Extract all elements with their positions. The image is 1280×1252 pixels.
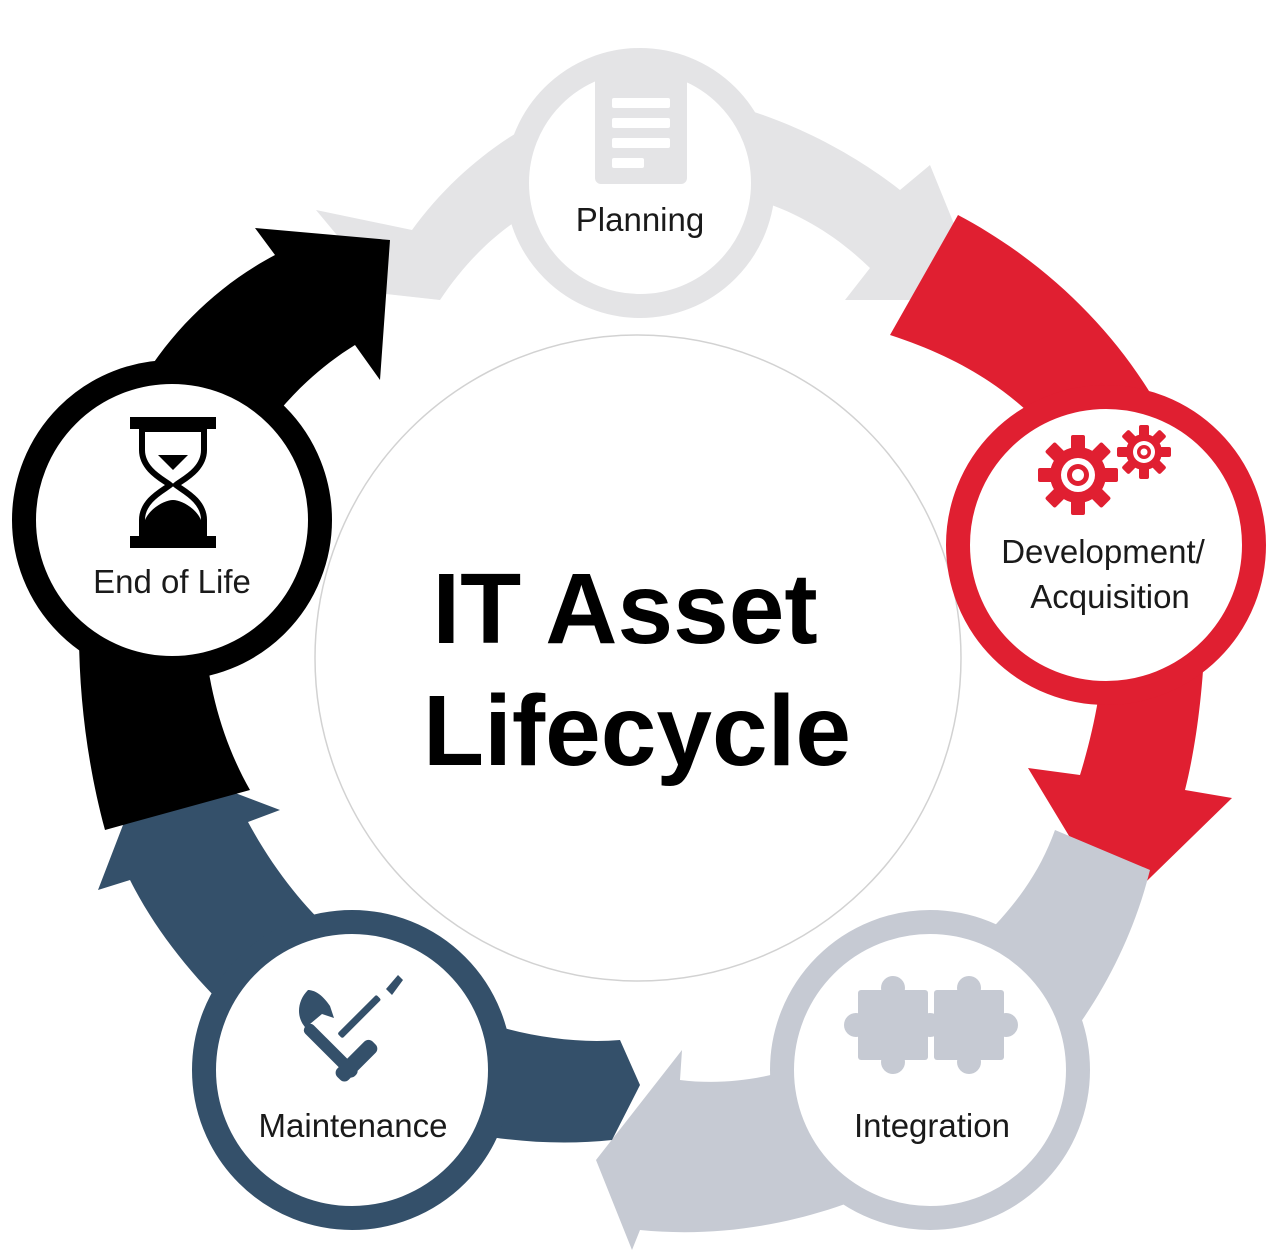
stage-maintenance-label: Maintenance [259, 1107, 448, 1144]
stage-development-circle [946, 385, 1266, 705]
stage-planning: Planning [505, 48, 775, 318]
gear-large-icon [1038, 435, 1118, 515]
development-arrow [890, 215, 1232, 912]
stage-end-of-life: End of Life [12, 360, 332, 680]
stage-end-of-life-label: End of Life [93, 563, 251, 600]
tools-icon [299, 975, 403, 1082]
stage-planning-label: Planning [576, 201, 704, 238]
stage-development-label-line2: Acquisition [1030, 578, 1190, 615]
center-circle [314, 334, 962, 982]
center-title-line2: Lifecycle [423, 675, 851, 787]
screwdriver-icon [335, 975, 403, 1082]
gear-small-icon [1117, 425, 1171, 479]
stage-maintenance: Maintenance [192, 910, 512, 1230]
center-title-line1: IT Asset [432, 553, 817, 665]
stage-development-label-line1: Development/ [1001, 533, 1205, 570]
clipboard-lines [612, 98, 670, 168]
gears-icon [1038, 425, 1171, 515]
stage-integration: Integration [770, 910, 1090, 1230]
planning-arrow [316, 92, 985, 300]
stage-development: Development/ Acquisition [946, 385, 1266, 705]
stage-integration-circle [770, 910, 1090, 1230]
hourglass-icon [130, 417, 216, 548]
puzzle-icon [844, 976, 1018, 1074]
stage-integration-label: Integration [854, 1107, 1010, 1144]
